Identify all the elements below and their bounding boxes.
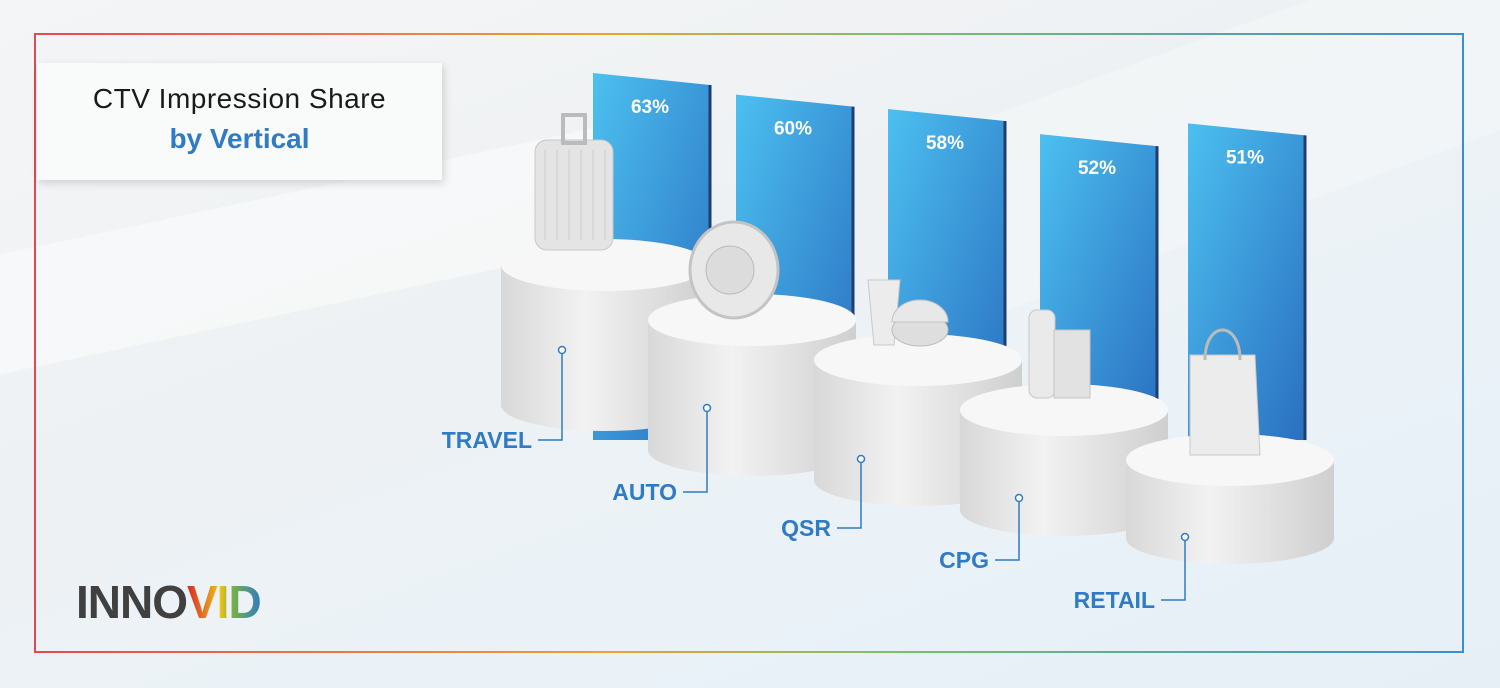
- callout-line: [1161, 541, 1186, 601]
- pedestal-top: [814, 334, 1022, 386]
- callout-line: [683, 412, 708, 493]
- category-label: QSR: [781, 515, 831, 541]
- innovid-logo: INNOVID: [76, 575, 262, 629]
- burger-drink-icon: [867, 279, 949, 347]
- category-callout: RETAIL: [1074, 532, 1190, 613]
- pedestal-top: [960, 384, 1168, 436]
- logo-accent: VID: [187, 576, 262, 628]
- callout-line: [538, 354, 563, 441]
- pedestal-side: [960, 410, 1168, 536]
- suitcase-icon: [534, 113, 614, 251]
- callout-dot: [557, 345, 567, 355]
- bottle-carton-icon: [1028, 309, 1091, 399]
- callout-dot: [702, 403, 712, 413]
- category-callout: TRAVEL: [442, 345, 567, 453]
- shopping-bag-icon: [1189, 328, 1261, 456]
- pedestal-side: [648, 320, 856, 476]
- callout-line: [837, 463, 862, 529]
- pedestal-travel: [501, 113, 709, 431]
- pedestal-top: [648, 294, 856, 346]
- pedestal-side: [1126, 460, 1334, 564]
- callout-line: [995, 502, 1020, 561]
- pedestal-top: [1126, 434, 1334, 486]
- pedestal-retail: [1126, 328, 1334, 564]
- bar-value-label: 51%: [1226, 147, 1264, 168]
- bar-value-label: 52%: [1078, 158, 1116, 179]
- pedestal-auto: [648, 220, 856, 476]
- callout-dot: [1014, 493, 1024, 503]
- tire-icon: [688, 220, 780, 320]
- chart-title: CTV Impression Share: [92, 83, 387, 114]
- pedestal-cpg: [960, 309, 1168, 536]
- logo-text: INNO: [76, 576, 188, 628]
- title-card: CTV Impression Share by Vertical: [37, 63, 442, 180]
- callout-dot: [856, 454, 866, 464]
- category-callout: AUTO: [612, 403, 712, 505]
- category-label: TRAVEL: [442, 427, 532, 453]
- pedestal-top: [501, 239, 709, 291]
- category-label: CPG: [939, 547, 989, 573]
- bar-value-label: 58%: [926, 133, 964, 154]
- chart-subtitle: by Vertical: [169, 123, 310, 154]
- bar-value-label: 63%: [631, 97, 669, 118]
- category-label: AUTO: [612, 479, 677, 505]
- category-callout: CPG: [939, 493, 1024, 573]
- category-callout: QSR: [781, 454, 866, 541]
- category-label: RETAIL: [1074, 587, 1155, 613]
- callout-dot: [1180, 532, 1190, 542]
- bar-value-label: 60%: [774, 119, 812, 140]
